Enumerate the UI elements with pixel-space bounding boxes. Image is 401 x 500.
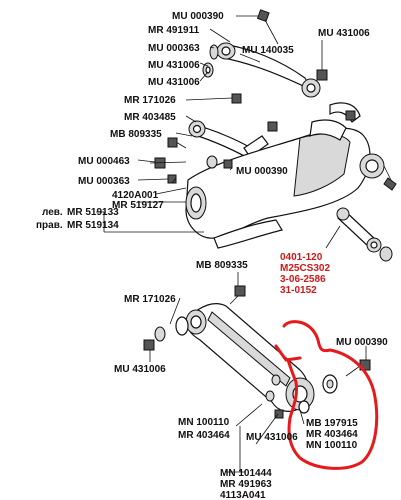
label-mr171026-a: MR 171026 <box>124 95 176 106</box>
label-mn100110-a: MN 100110 <box>178 417 230 428</box>
label-mu000463: MU 000463 <box>78 156 130 167</box>
label-lev-prefix: лев. <box>42 207 63 218</box>
label-mr491911: MR 491911 <box>148 25 200 36</box>
label-4113a041: 4113A041 <box>220 490 266 500</box>
label-mu000390-mid: MU 000390 <box>236 166 288 177</box>
part-number-labels: MU 000390 MR 491911 MU 000363 MU 431006 … <box>36 11 388 500</box>
label-mr171026-b: MR 171026 <box>124 294 176 305</box>
label-mb809335-b: MB 809335 <box>196 260 248 271</box>
label-mr403464-a: MR 403464 <box>178 430 230 441</box>
lower-fasteners <box>143 285 371 419</box>
lower-arm-part <box>185 303 315 412</box>
upper-fasteners <box>149 9 356 184</box>
label-mr519127: MR 519127 <box>112 200 164 211</box>
lateral-link-part <box>336 207 393 262</box>
label-mu431006-b: MU 431006 <box>148 77 200 88</box>
label-mu000363-b: MU 000363 <box>78 176 130 187</box>
red-label-3: 3-06-2586 <box>280 274 326 285</box>
label-mb197915: MB 197915 <box>306 418 358 429</box>
red-label-2: M25CS302 <box>280 263 330 274</box>
label-prav-prefix: прав. <box>36 220 63 231</box>
label-mu431006-d: MU 431006 <box>114 364 166 375</box>
label-mu140035: MU 140035 <box>242 45 294 56</box>
label-mu431006-e: MU 431006 <box>246 432 298 443</box>
label-mn100110-b: MN 100110 <box>306 440 358 451</box>
label-mr519134: MR 519134 <box>67 220 119 231</box>
label-mb809335-a: MB 809335 <box>110 129 162 140</box>
label-mu431006-c: MU 431006 <box>318 28 370 39</box>
label-mr403485: MR 403485 <box>124 112 176 123</box>
highlight-annotation <box>274 320 379 470</box>
crossmember-part <box>185 102 397 249</box>
leader-lines <box>96 15 367 473</box>
label-mu000363-a: MU 000363 <box>148 43 200 54</box>
label-mr491963: MR 491963 <box>220 479 272 490</box>
label-mr403464-b: MR 403464 <box>306 429 358 440</box>
label-4120a001: 4120A001 <box>112 190 159 201</box>
label-mu431006-a: MU 431006 <box>148 60 200 71</box>
red-label-4: 31-0152 <box>280 285 317 296</box>
label-mu000390-top: MU 000390 <box>172 11 224 22</box>
label-mu000390-bot: MU 000390 <box>336 337 388 348</box>
upper-link-arm <box>188 120 269 164</box>
red-part-numbers: 0401-120 M25CS302 3-06-2586 31-0152 <box>280 252 330 296</box>
red-label-1: 0401-120 <box>280 252 323 263</box>
label-mr519133: MR 519133 <box>67 207 119 218</box>
label-mn101444: MN 101444 <box>220 468 272 479</box>
